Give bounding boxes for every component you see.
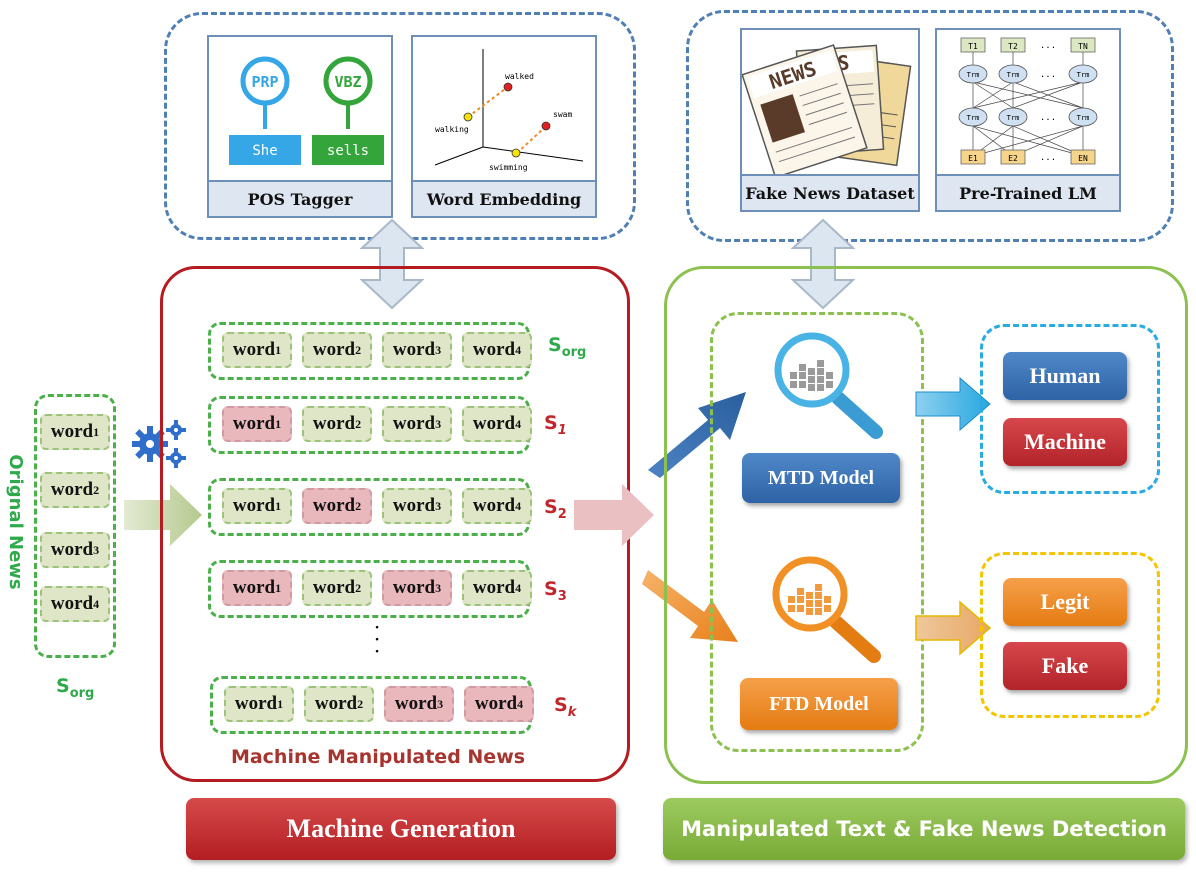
lm-node: Trm [1007,71,1020,79]
pretrained-lm-card: T1 T2 ... TN Trm Trm Trm Trm Trm Trm ...… [935,28,1121,212]
machine-manipulated-news-caption: Machine Manipulated News [230,746,526,768]
original-s-org-label: Sorg [56,675,95,701]
machine-label: Machine [1003,418,1127,466]
pretrained-lm-caption: Pre-Trained LM [935,174,1121,212]
word-sells: sells [327,143,369,159]
label-s-k: Sk [554,694,577,720]
lm-token-t2: T2 [1008,42,1018,51]
ftd-output-box [980,552,1160,718]
fake-news-dataset-caption: Fake News Dataset [740,174,920,212]
lm-embed-en: EN [1078,154,1088,163]
pos-tag-icon: PRP She VBZ sells [229,56,384,165]
detection-panel [664,266,1188,784]
word-embedding-caption: Word Embedding [411,180,597,218]
lm-node: Trm [967,71,980,79]
original-news-label: Orignal News [5,454,26,590]
lm-embed-e2: E2 [1008,154,1018,163]
lm-token-tn: TN [1078,42,1088,51]
model-resources-group [686,10,1174,242]
tag-vbz: VBZ [334,73,361,91]
pos-tagger-caption: POS Tagger [207,180,393,218]
arrow-original-to-manipulation [124,484,202,546]
double-arrow-left [360,218,424,310]
arrow-mtd-output [915,376,991,432]
mtd-magnifier-icon [774,332,883,439]
mtd-model-button[interactable]: MTD Model [742,453,900,503]
human-label: Human [1003,352,1127,400]
lm-node: Trm [1077,114,1090,122]
lm-node: Trm [1077,71,1090,79]
pos-tagger-card: PRP She VBZ sells POS Tagger [207,35,393,218]
label-walking: walking [435,125,469,134]
lm-embed-e1: E1 [968,154,978,163]
detector-models-box [710,312,924,752]
lm-node: Trm [967,114,980,122]
machine-generation-banner: Machine Generation [186,798,616,860]
lm-embed-dots: ... [1040,153,1056,163]
label-swimming: swimming [489,163,528,172]
vertical-ellipsis: · · · [374,620,380,660]
label-s-2: S2 [544,496,567,522]
lm-token-t1: T1 [968,42,978,51]
detection-banner: Manipulated Text & Fake News Detection [663,798,1185,860]
label-s-3: S3 [544,578,567,604]
word-embedding-card: walked walking swam swimming Word Embedd… [411,35,597,218]
legit-label: Legit [1003,578,1127,626]
mtd-output-box [980,324,1160,494]
fake-label: Fake [1003,642,1127,690]
ftd-magnifier-icon [772,556,881,663]
word-she: She [252,143,277,159]
lm-dots: ... [1040,70,1056,80]
label-s-org: Sorg [548,334,587,360]
arrow-ftd-output [915,600,992,656]
ftd-model-button[interactable]: FTD Model [740,678,898,730]
tag-prp: PRP [251,73,278,91]
fake-news-dataset-card: WS NEWS Fake News Dataset [740,28,920,212]
gears-icon [132,420,186,468]
transformer-icon: T1 T2 ... TN Trm Trm Trm Trm Trm Trm ...… [958,37,1098,165]
lm-node: Trm [1007,114,1020,122]
double-arrow-right [791,218,855,310]
label-swam: swam [553,110,572,119]
label-s-1: S1 [544,412,567,438]
label-walked: walked [505,72,534,81]
arrow-manipulation-to-detection [574,484,654,546]
newspaper-icon: WS NEWS [741,44,912,179]
embedding-plot-icon: walked walking swam swimming [434,49,584,172]
lm-token-dots: ... [1040,41,1056,51]
original-news-box [34,394,116,658]
arrow-to-mtd [648,392,746,478]
lm-dots: ... [1040,113,1056,123]
